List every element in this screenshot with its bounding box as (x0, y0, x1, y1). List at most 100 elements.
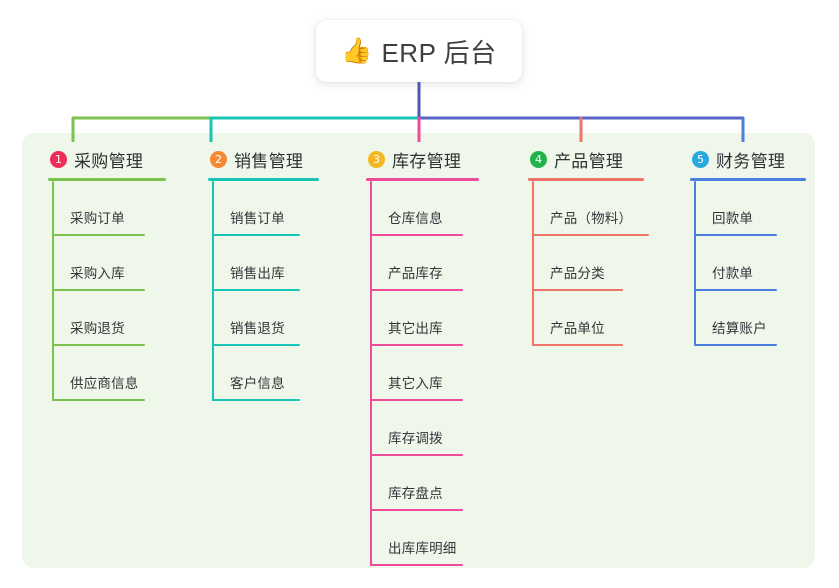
branch-item-underline (532, 344, 623, 346)
branch-item-label: 产品单位 (550, 321, 605, 336)
branch-header-3[interactable]: 3 库存管理 (366, 146, 479, 172)
branch-item-underline (52, 289, 145, 291)
branch-items-1: 采购订单采购入库采购退货供应商信息 (48, 181, 166, 401)
branch-item-underline (694, 289, 777, 291)
branch-item[interactable]: 产品库存 (366, 236, 479, 291)
branch-item-label: 产品库存 (388, 266, 443, 281)
branch-item-label: 采购退货 (70, 321, 125, 336)
branch-spine-3 (370, 181, 372, 566)
branch-item[interactable]: 供应商信息 (48, 346, 166, 401)
branch-title-1: 采购管理 (74, 151, 144, 171)
branch-item-underline (52, 344, 145, 346)
branch-item-label: 销售订单 (230, 211, 285, 226)
branch-item-underline (532, 289, 623, 291)
branch-item[interactable]: 产品（物料） (528, 181, 649, 236)
branch-item-label: 出库库明细 (388, 541, 457, 556)
branch-item-label: 采购入库 (70, 266, 125, 281)
branch-items-4: 产品（物料） 产品分类产品单位 (528, 181, 649, 346)
branch-item-underline (370, 344, 463, 346)
branch-items-5: 回款单付款单结算账户 (690, 181, 806, 346)
root-title: ERP 后台 (381, 37, 497, 68)
branch-item[interactable]: 库存调拨 (366, 401, 479, 456)
branch-item-label: 库存调拨 (388, 431, 443, 446)
branch-item-label: 回款单 (712, 211, 754, 226)
branch-item-label: 产品分类 (550, 266, 605, 281)
branch-item-underline (212, 289, 300, 291)
branch-item-label: 客户信息 (230, 376, 285, 391)
branch-item-label: 销售出库 (230, 266, 285, 281)
branch-item[interactable]: 采购订单 (48, 181, 166, 236)
branch-underline-4 (528, 178, 644, 181)
branch-item[interactable]: 采购退货 (48, 291, 166, 346)
branch-item[interactable]: 销售订单 (208, 181, 319, 236)
branch-item[interactable]: 出库库明细 (366, 511, 479, 566)
branch-header-4[interactable]: 4 产品管理 (528, 146, 644, 172)
branch-3[interactable]: 3 库存管理仓库信息产品库存其它出库其它入库库存调拨库存盘点出库库明细 (366, 146, 479, 566)
branch-item-label: 结算账户 (712, 321, 767, 336)
branch-item-underline (694, 344, 777, 346)
branch-item[interactable]: 产品单位 (528, 291, 644, 346)
branch-item[interactable]: 库存盘点 (366, 456, 479, 511)
branch-item[interactable]: 采购入库 (48, 236, 166, 291)
branch-item-underline (370, 289, 463, 291)
branch-header-1[interactable]: 1 采购管理 (48, 146, 166, 172)
branch-item[interactable]: 销售出库 (208, 236, 319, 291)
branch-item-label: 库存盘点 (388, 486, 443, 501)
branch-title-4: 产品管理 (554, 151, 624, 171)
branch-item[interactable]: 付款单 (690, 236, 806, 291)
branch-item-underline (370, 564, 463, 566)
branch-badge-3: 3 (368, 150, 385, 168)
branch-item-underline (212, 344, 300, 346)
branch-item-label: 供应商信息 (70, 376, 139, 391)
branch-badge-5: 5 (692, 150, 709, 168)
branch-item-label: 其它入库 (388, 376, 443, 391)
branch-item[interactable]: 客户信息 (208, 346, 319, 401)
branch-header-5[interactable]: 5 财务管理 (690, 146, 806, 172)
branch-item-label: 其它出库 (388, 321, 443, 336)
branch-underline-2 (208, 178, 319, 181)
diagram-canvas (22, 133, 815, 568)
branch-badge-1: 1 (50, 150, 67, 168)
branch-title-5: 财务管理 (716, 151, 786, 171)
branch-header-2[interactable]: 2 销售管理 (208, 146, 319, 172)
branch-item-underline (212, 234, 300, 236)
branch-item-label: 采购订单 (70, 211, 125, 226)
branch-title-2: 销售管理 (234, 151, 304, 171)
branch-spine-1 (52, 181, 54, 401)
branch-item[interactable]: 销售退货 (208, 291, 319, 346)
branch-4[interactable]: 4 产品管理产品（物料） 产品分类产品单位 (528, 146, 649, 346)
branch-item[interactable]: 结算账户 (690, 291, 806, 346)
branch-item-underline (52, 234, 145, 236)
branch-spine-5 (694, 181, 696, 346)
branch-1[interactable]: 1 采购管理采购订单采购入库采购退货供应商信息 (48, 146, 166, 401)
branch-item[interactable]: 其它出库 (366, 291, 479, 346)
root-node[interactable]: 👍 ERP 后台 (316, 20, 522, 82)
branch-item[interactable]: 回款单 (690, 181, 806, 236)
branch-item-label: 付款单 (712, 266, 754, 281)
thumbs-up-icon: 👍 (341, 36, 373, 65)
branch-underline-5 (690, 178, 806, 181)
branch-item-underline (370, 399, 463, 401)
branch-items-2: 销售订单销售出库销售退货客户信息 (208, 181, 319, 401)
branch-item-label: 仓库信息 (388, 211, 443, 226)
branch-item-underline (370, 234, 463, 236)
branch-item[interactable]: 产品分类 (528, 236, 644, 291)
branch-item[interactable]: 仓库信息 (366, 181, 479, 236)
branch-2[interactable]: 2 销售管理销售订单销售出库销售退货客户信息 (208, 146, 319, 401)
branch-item[interactable]: 其它入库 (366, 346, 479, 401)
branch-underline-3 (366, 178, 479, 181)
branch-item-underline (694, 234, 777, 236)
branch-item-underline (370, 454, 463, 456)
branch-title-3: 库存管理 (392, 151, 462, 171)
branch-item-label: 产品（物料） (550, 211, 633, 226)
branch-underline-1 (48, 178, 166, 181)
branch-item-underline (52, 399, 145, 401)
branch-item-underline (212, 399, 300, 401)
branch-spine-2 (212, 181, 214, 401)
branch-item-label: 销售退货 (230, 321, 285, 336)
branch-badge-4: 4 (530, 150, 547, 168)
branch-badge-2: 2 (210, 150, 227, 168)
branch-items-3: 仓库信息产品库存其它出库其它入库库存调拨库存盘点出库库明细 (366, 181, 479, 566)
branch-5[interactable]: 5 财务管理回款单付款单结算账户 (690, 146, 806, 346)
